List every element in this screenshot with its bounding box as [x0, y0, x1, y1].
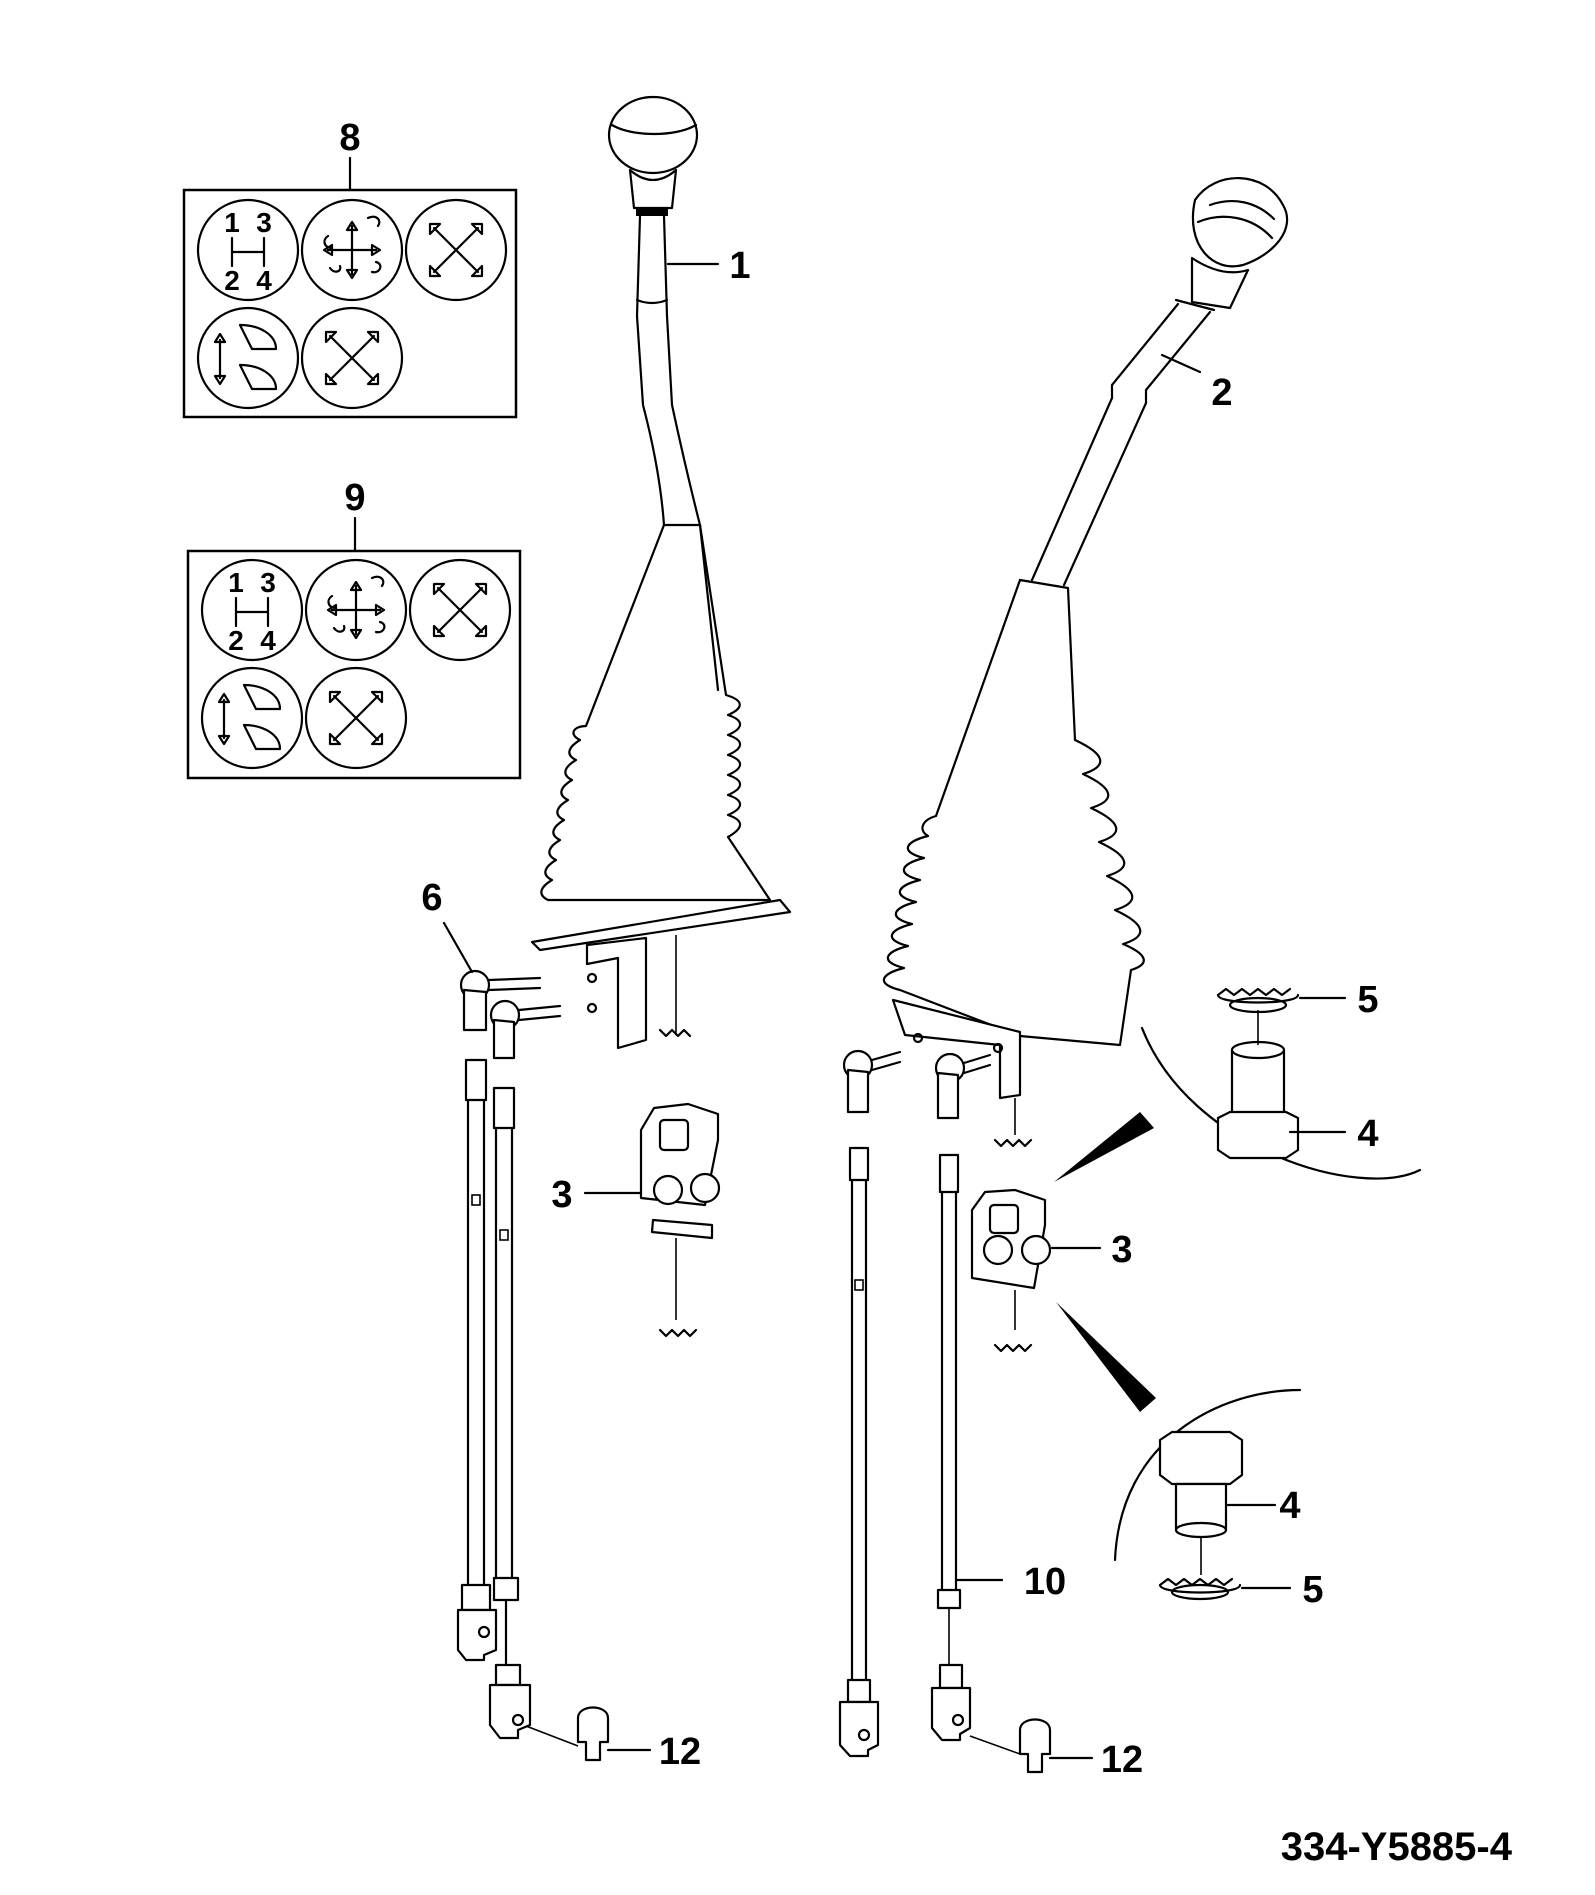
- callout-4-upper: 4: [1357, 1113, 1378, 1155]
- drawing-reference: 334-Y5885-4: [1281, 1825, 1513, 1869]
- dial-icon: [196, 306, 300, 410]
- dial-icon: [304, 558, 408, 662]
- callout-10: 10: [1024, 1561, 1066, 1603]
- gear-4-label: 4: [260, 625, 276, 656]
- gear-pattern-dial: 1 3 2 4: [196, 198, 300, 302]
- dial-icon: [304, 666, 408, 770]
- callout-4-lower: 4: [1279, 1485, 1300, 1527]
- gear-4-label: 4: [256, 265, 272, 296]
- control-lever-2: [838, 177, 1289, 1758]
- callout-3-left: 3: [551, 1174, 572, 1216]
- decal-panel-8: 8 1 3 2 4: [182, 117, 518, 419]
- dial-icon: [200, 666, 304, 770]
- callout-12-right: 12: [1101, 1739, 1143, 1781]
- gear-1-label: 1: [224, 207, 240, 238]
- callout-2: 2: [1211, 372, 1232, 414]
- gear-2-label: 2: [224, 265, 240, 296]
- callout-6: 6: [421, 877, 442, 919]
- callout-3-right: 3: [1111, 1229, 1132, 1271]
- gear-2-label: 2: [228, 625, 244, 656]
- dial-icon: [300, 306, 404, 410]
- clip-12-left: [525, 1706, 610, 1762]
- control-lever-1: [456, 95, 792, 1740]
- callout-5-lower: 5: [1302, 1569, 1323, 1611]
- gear-3-label: 3: [260, 567, 276, 598]
- gear-pattern-dial: 1 3 2 4: [200, 558, 304, 662]
- detail-view-upper: [1054, 987, 1422, 1182]
- callout-5-upper: 5: [1357, 979, 1378, 1021]
- gear-3-label: 3: [256, 207, 272, 238]
- clip-12-right: [969, 1718, 1052, 1774]
- gear-1-label: 1: [228, 567, 244, 598]
- callout-9: 9: [344, 477, 365, 519]
- callout-12-left: 12: [659, 1731, 701, 1773]
- callouts: 1 2 3 3 4 4 5 5 6 10 12 12: [421, 245, 1378, 1781]
- decal-panel-9: 9 1 3 2 4: [186, 477, 522, 780]
- dial-icon: [300, 198, 404, 302]
- callout-1: 1: [729, 245, 750, 287]
- detail-view-lower: [1056, 1302, 1302, 1601]
- dial-icon: [404, 198, 508, 302]
- callout-8: 8: [339, 117, 360, 159]
- dial-icon: [408, 558, 512, 662]
